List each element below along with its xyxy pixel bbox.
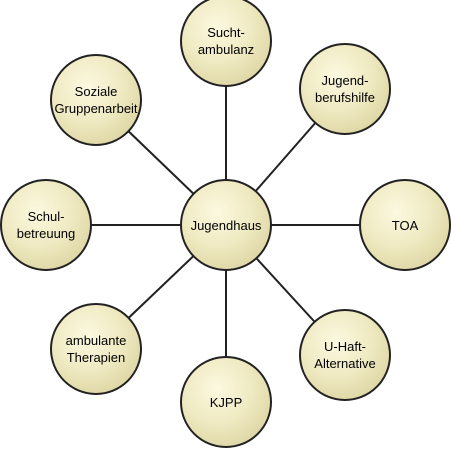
node-circle-u-haft-alternative — [299, 309, 391, 401]
node-circle-schulbetreuung — [0, 179, 92, 271]
node-label-jugendberufshilfe: Jugend- berufshilfe — [315, 73, 375, 105]
node-label-soziale-gruppenarbeit: Soziale Gruppenarbeit — [54, 84, 138, 116]
node-label-kjpp: KJPP — [209, 394, 243, 410]
node-circle-toa — [359, 179, 451, 271]
center-node-label: Jugendhaus — [190, 217, 262, 233]
node-circle-ambulante-therapien — [50, 303, 142, 395]
node-label-toa: TOA — [391, 217, 419, 233]
center-node-circle — [180, 179, 272, 271]
node-label-ambulante-therapien: ambulante Therapien — [65, 333, 127, 365]
node-label-u-haft-alternative: U-Haft- Alternative — [314, 339, 376, 371]
node-circle-soziale-gruppenarbeit — [50, 54, 142, 146]
node-label-suchtambulanz: Sucht- ambulanz — [197, 25, 255, 57]
node-circle-suchtambulanz — [180, 0, 272, 87]
node-circle-jugendberufshilfe — [299, 43, 391, 135]
node-label-schulbetreuung: Schul- betreuung — [16, 209, 76, 241]
node-circle-kjpp — [180, 356, 272, 448]
